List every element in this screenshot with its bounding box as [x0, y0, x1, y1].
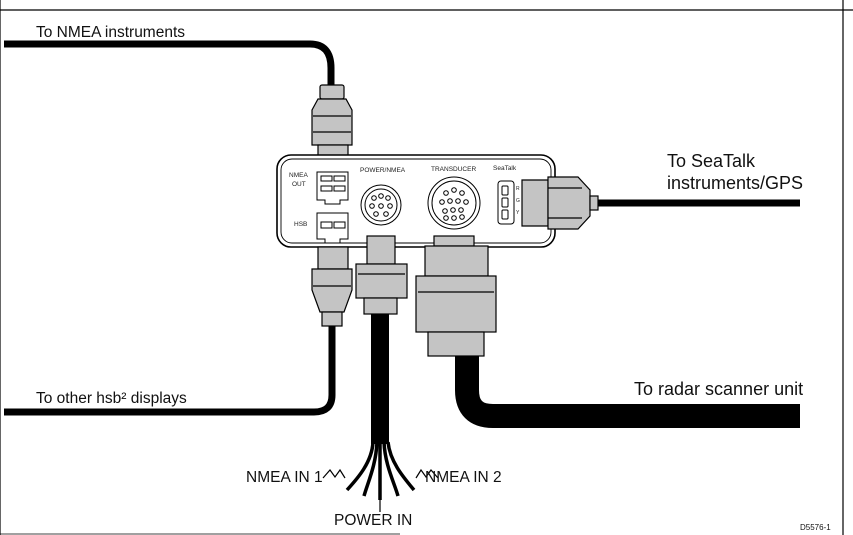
nmea-out-label-line1: NMEA [289, 172, 308, 179]
arrow-nmea-in-2 [415, 468, 439, 479]
arrow-nmea-in-1 [322, 468, 346, 479]
seatalk-pin-y: Y [516, 210, 520, 216]
nmea-out-socket [316, 171, 349, 205]
radar-cable [455, 352, 800, 428]
nmea-out-label-line2: OUT [292, 181, 306, 188]
label-seatalk-line1: To SeaTalk [667, 151, 756, 171]
label-nmea-in-2: NMEA IN 2 [425, 469, 502, 486]
other-displays-cable [4, 325, 336, 416]
figure-code: D5576-1 [800, 523, 831, 532]
seatalk-label: SeaTalk [493, 165, 517, 172]
seatalk-socket [497, 180, 515, 225]
power-wires [345, 441, 416, 500]
seatalk-plug [521, 176, 599, 230]
label-nmea-in-1: NMEA IN 1 [246, 469, 323, 486]
hsb-label: HSB [294, 221, 308, 228]
seatalk-pin-r: R [516, 186, 520, 192]
label-power-in: POWER IN [334, 512, 413, 529]
radar-plug [415, 235, 497, 357]
transducer-label: TRANSDUCER [431, 166, 477, 173]
nmea-instruments-cable [4, 40, 335, 85]
power-nmea-label: POWER/NMEA [360, 167, 406, 174]
seatalk-pin-g: G [516, 198, 520, 204]
label-nmea-instruments: To NMEA instruments [36, 24, 186, 41]
hsb-plug [311, 246, 353, 327]
transducer-socket [427, 176, 481, 230]
power-nmea-socket [360, 184, 402, 226]
label-radar-scanner: To radar scanner unit [634, 379, 804, 399]
hsb-socket [316, 212, 349, 244]
power-nmea-plug [355, 235, 408, 315]
label-other-displays: To other hsb² displays [36, 390, 187, 407]
label-seatalk-line2: instruments/GPS [667, 173, 804, 193]
